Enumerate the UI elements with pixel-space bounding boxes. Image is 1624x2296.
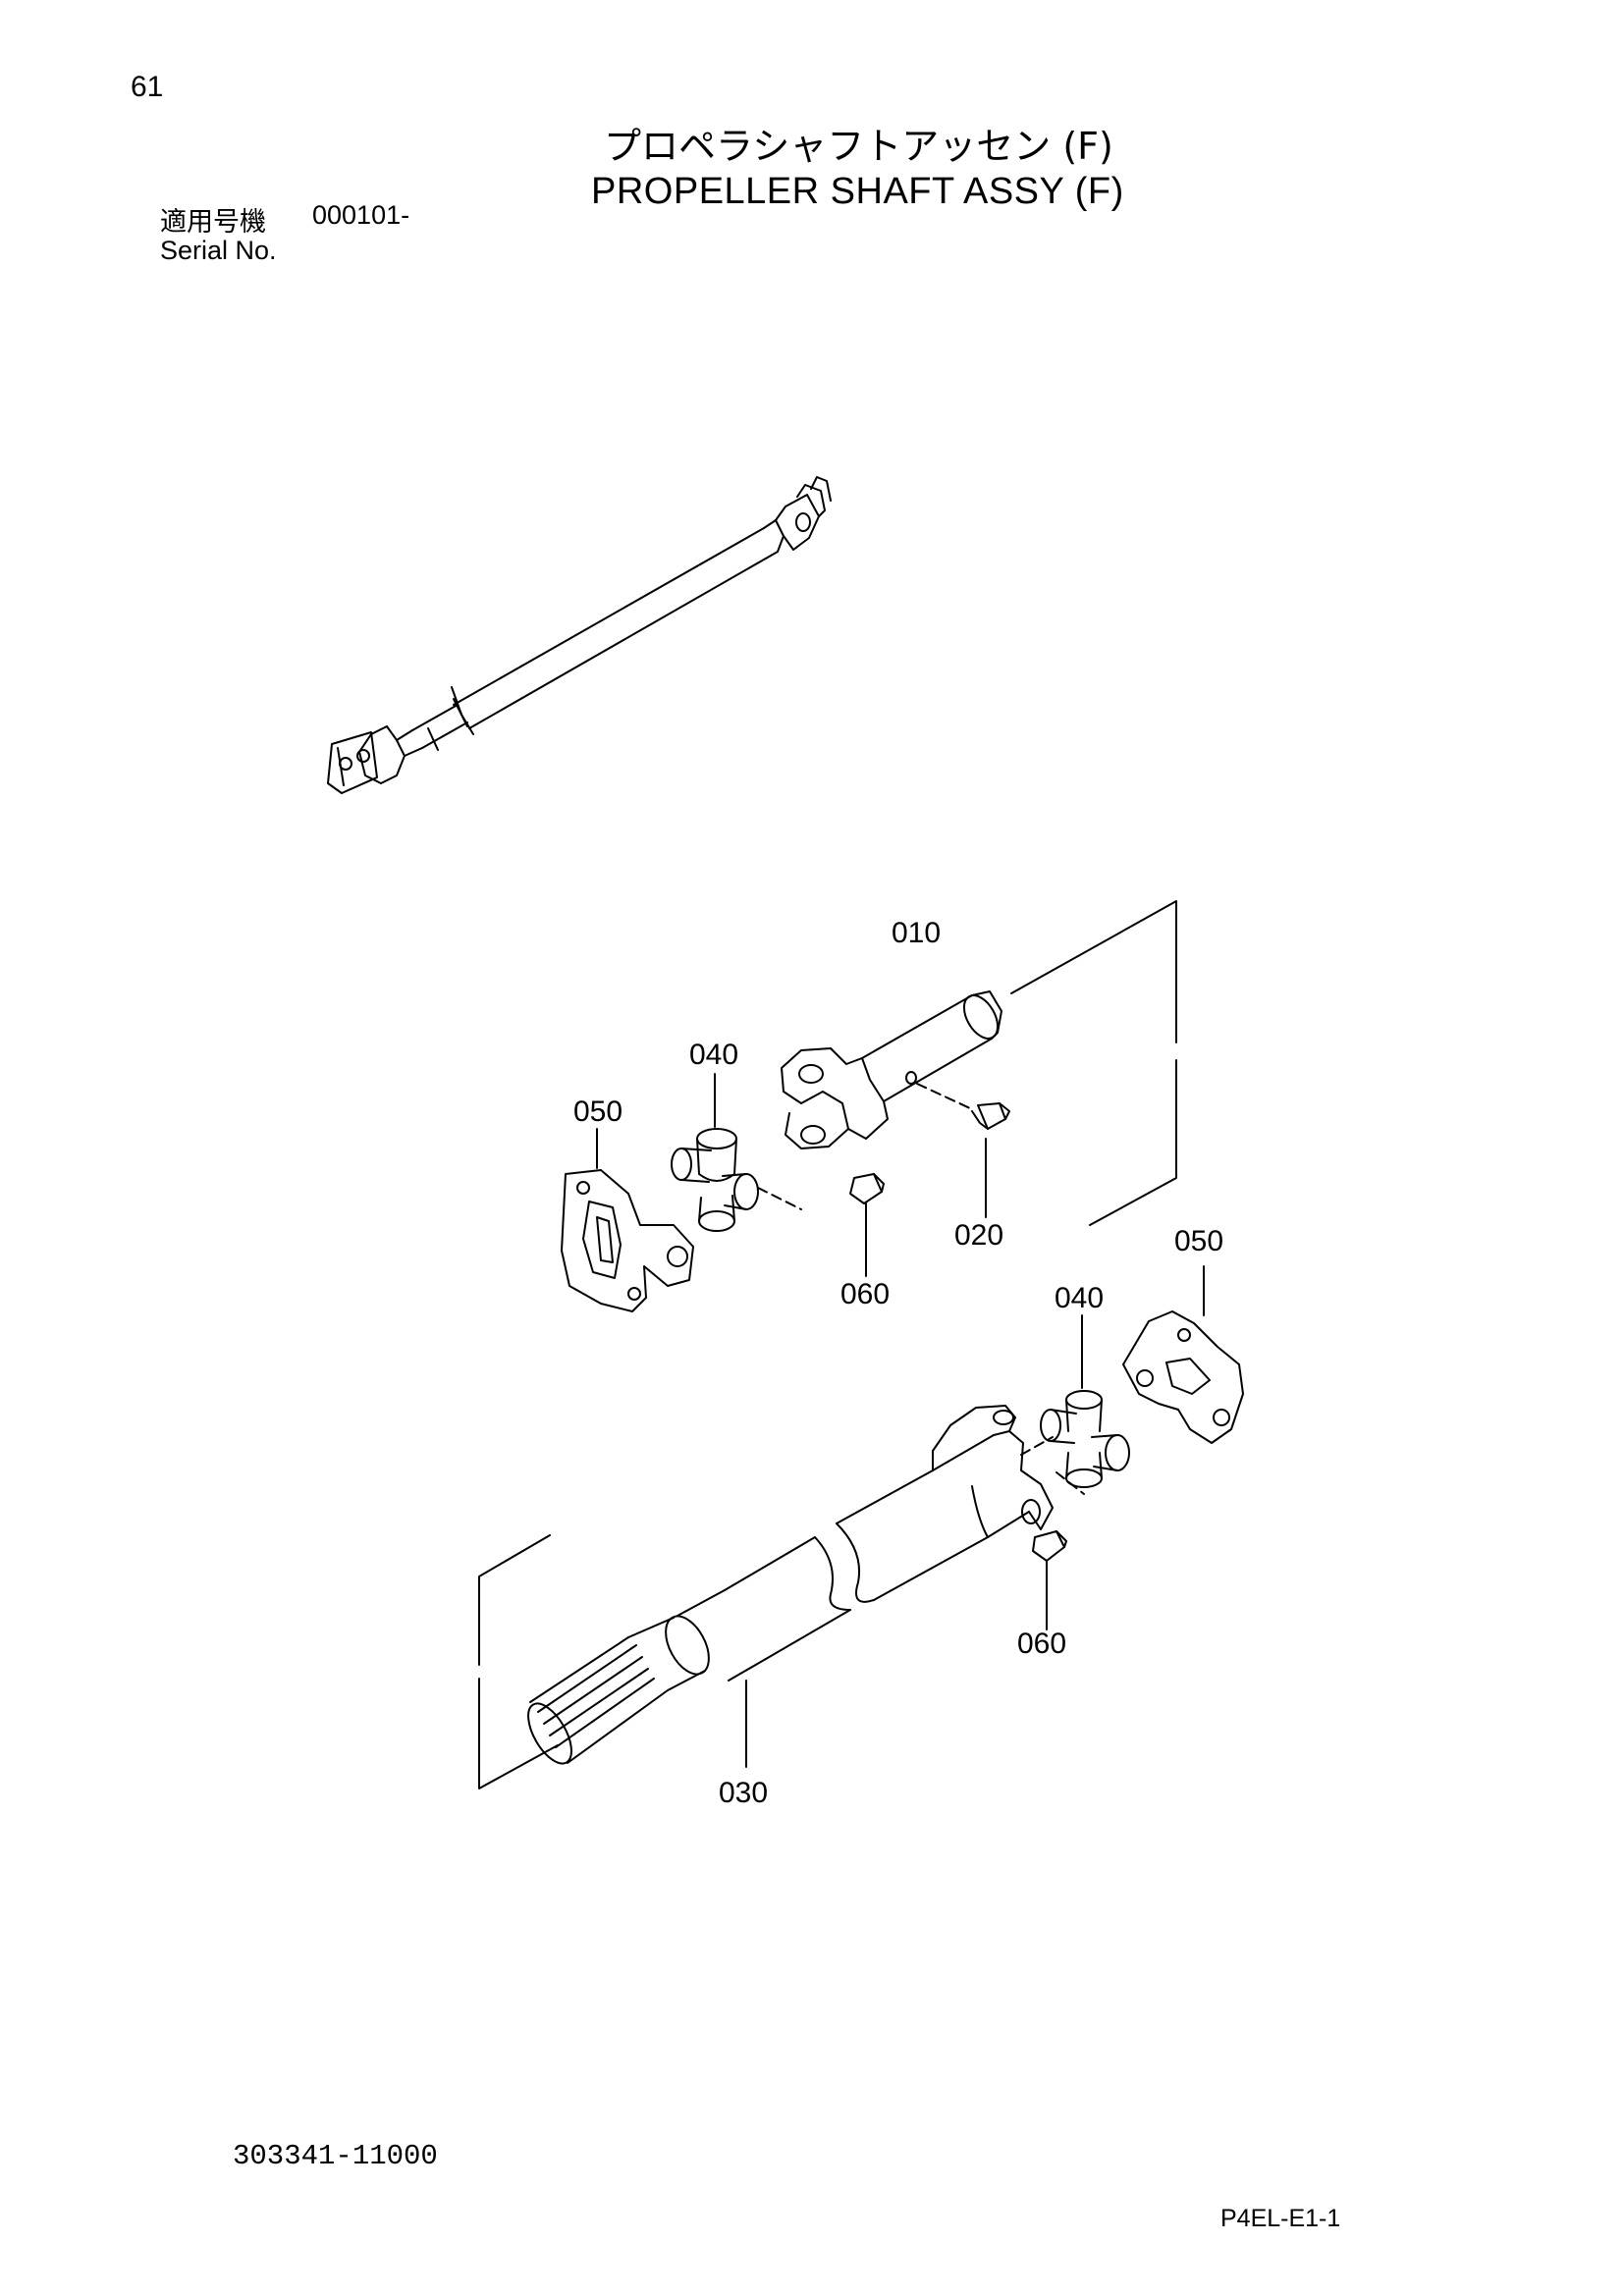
bracket-lines-upper (1010, 900, 1177, 1226)
part-060-grease-nipple-lower (1032, 1530, 1067, 1630)
callout-050-upper: 050 (573, 1095, 623, 1128)
callout-030: 030 (719, 1777, 768, 1809)
title-japanese: プロペラシャフトアッセン (F) (604, 125, 1113, 168)
callout-060-lower: 060 (1017, 1628, 1066, 1660)
serial-label-english: Serial No. (160, 236, 277, 265)
serial-number-value: 000101- (312, 200, 410, 230)
callout-050-lower: 050 (1174, 1225, 1223, 1257)
part-030-splined-shaft (527, 1405, 1054, 1768)
bracket-lines-lower (478, 1534, 559, 1789)
part-050-flange-upper (561, 1128, 694, 1312)
page-code: P4EL-E1-1 (1220, 2205, 1341, 2232)
part-040-universal-joint-lower (1020, 1314, 1130, 1495)
part-010-yoke-shaft (781, 990, 1002, 1149)
part-number: 303341-11000 (233, 2140, 438, 2172)
callout-060-upper: 060 (840, 1278, 890, 1310)
title-english: PROPELLER SHAFT ASSY (F) (591, 171, 1124, 212)
callout-040-lower: 040 (1055, 1282, 1104, 1314)
part-040-universal-joint-upper (671, 1073, 802, 1232)
page-number: 61 (131, 71, 164, 103)
callout-010: 010 (892, 917, 941, 949)
serial-label-japanese: 適用号機 (160, 207, 266, 238)
part-060-grease-nipple-upper (849, 1173, 885, 1277)
callout-020: 020 (954, 1219, 1003, 1252)
part-050-flange-lower (1122, 1265, 1244, 1444)
assembled-shaft-illustration (327, 476, 832, 794)
callout-040-upper: 040 (689, 1039, 738, 1071)
part-020-grease-nipple (971, 1102, 1010, 1218)
